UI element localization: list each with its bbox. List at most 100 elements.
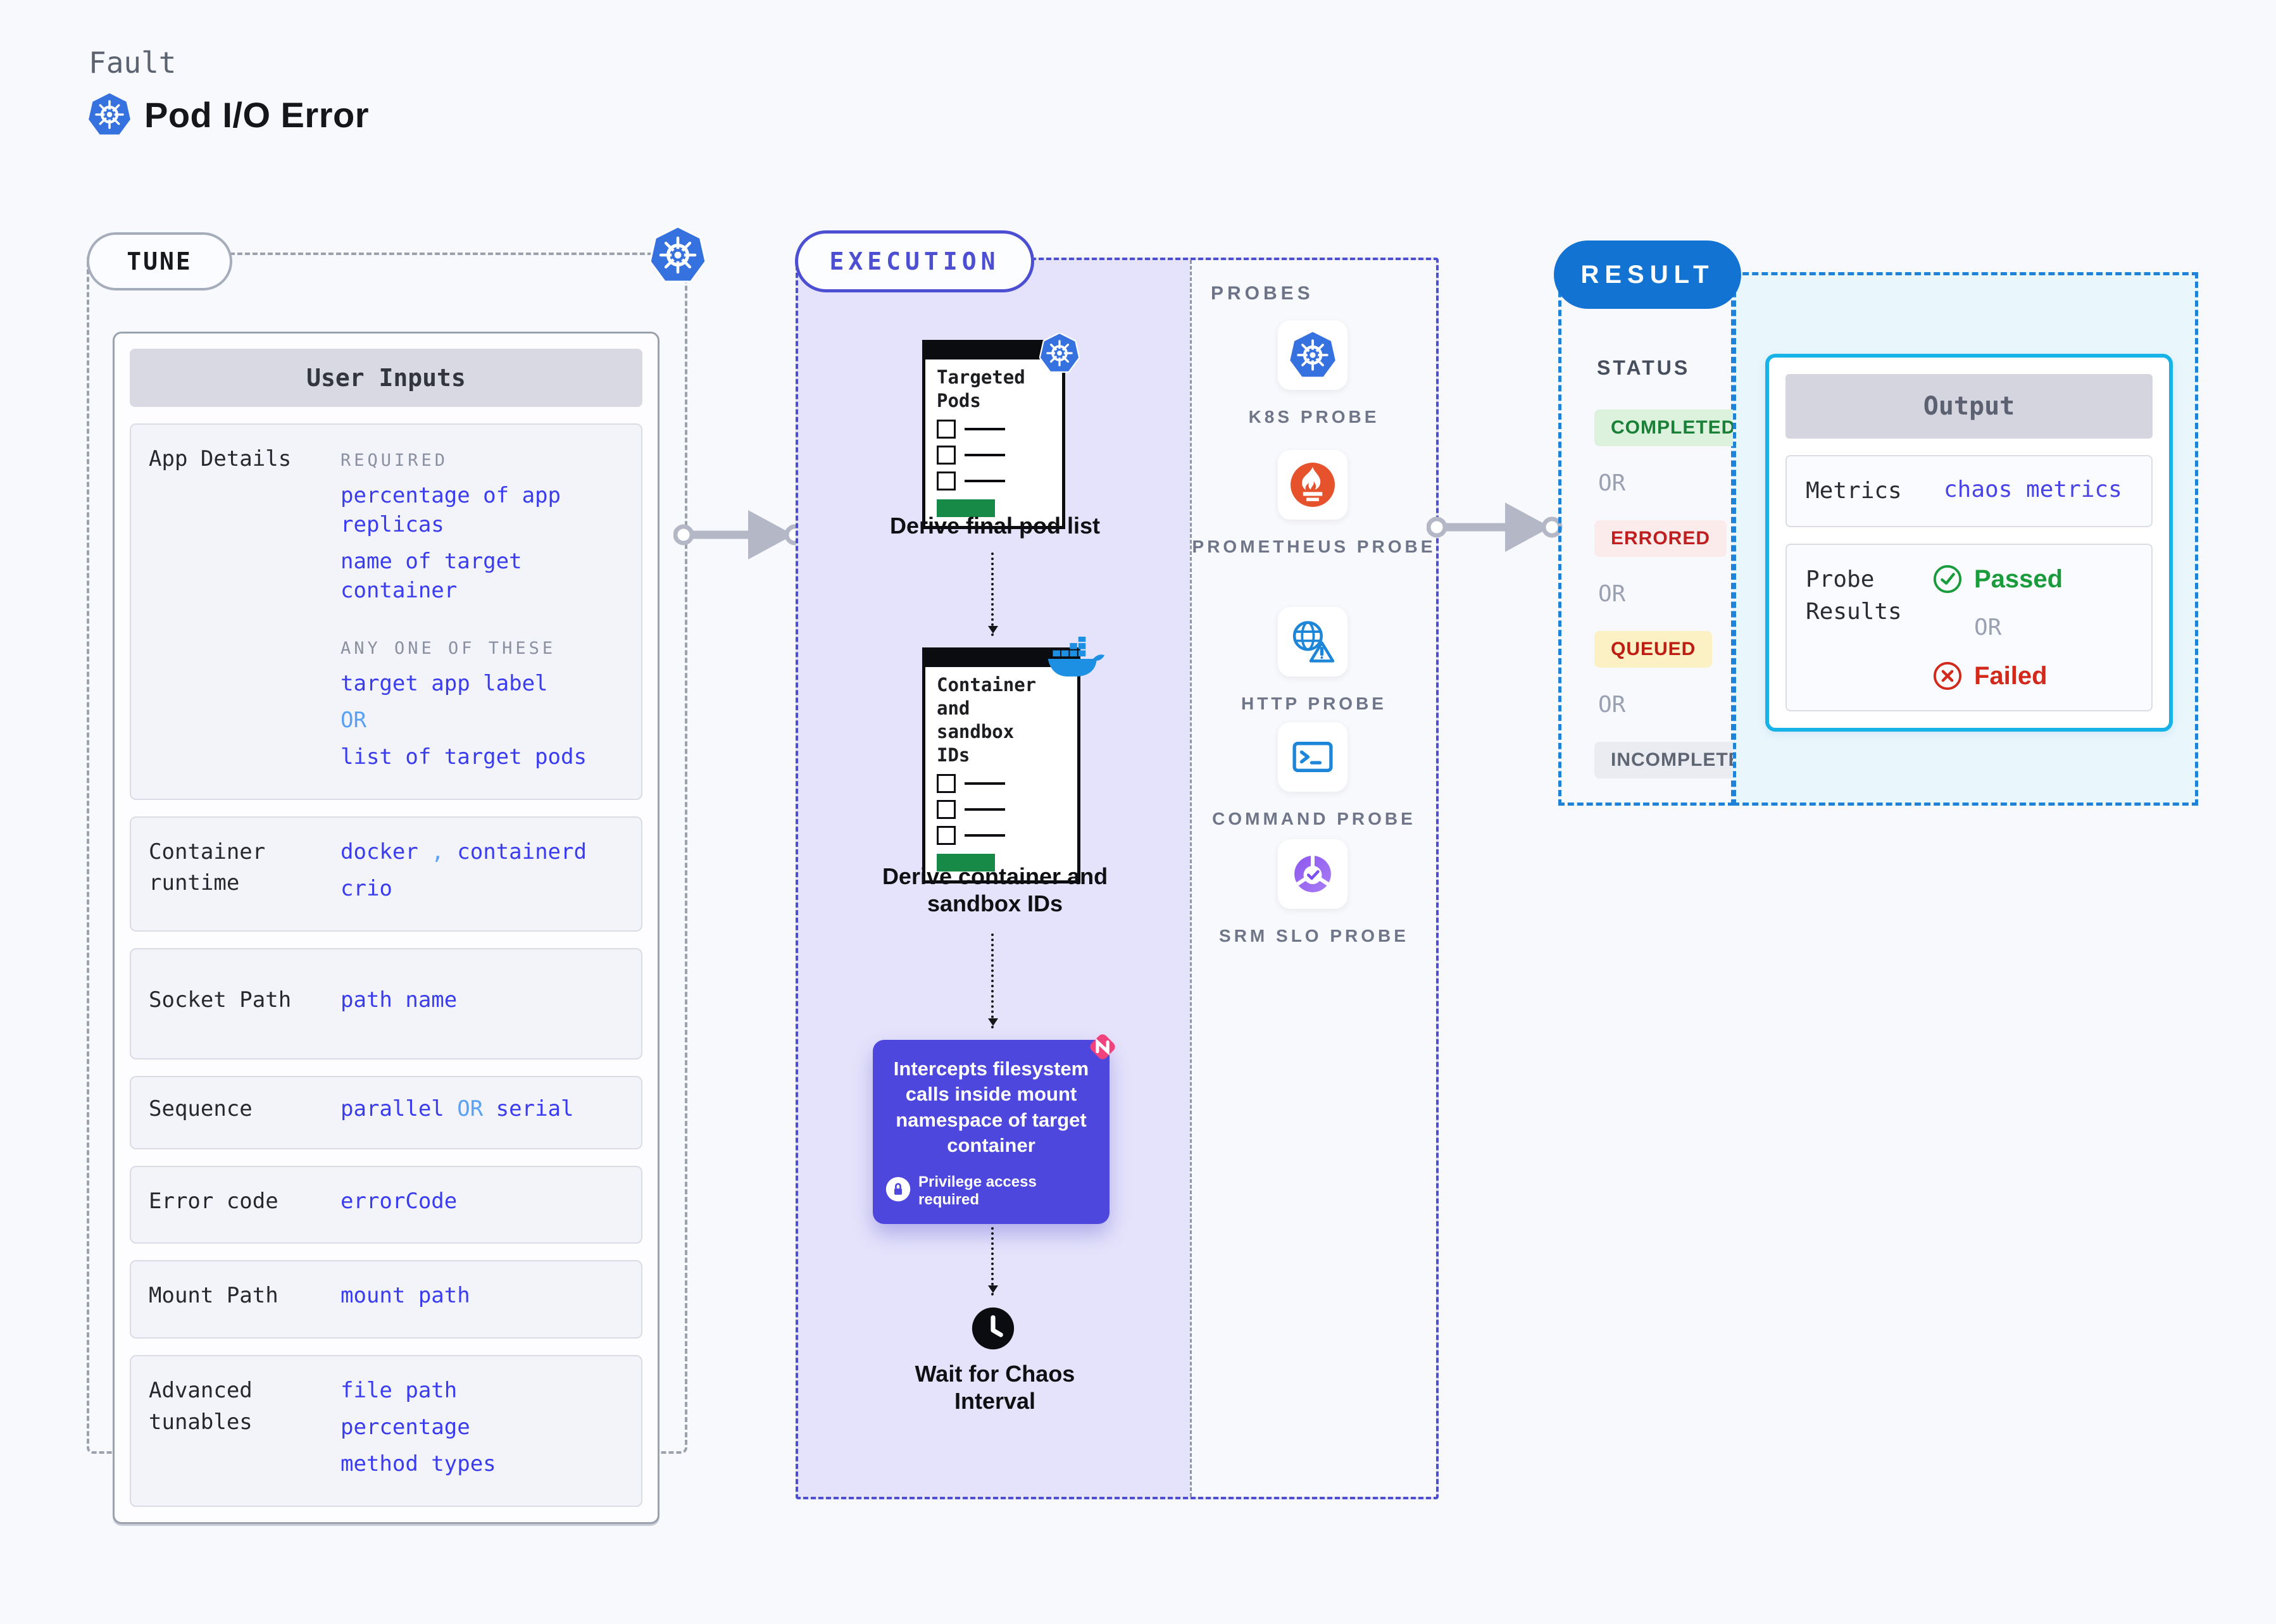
- user-inputs-header: User Inputs: [130, 349, 642, 407]
- probe-label: COMMAND PROBE: [1212, 809, 1416, 828]
- status-or: OR: [1598, 470, 1626, 496]
- tune-value-line: list of target pods: [341, 744, 587, 770]
- tune-value-line: crio: [341, 875, 392, 901]
- tune-row-values: file path percentage method types: [335, 1375, 623, 1487]
- execution-section: PROBES K8S PROBE PROMETHEUS PROBE HTTP P…: [796, 258, 1439, 1499]
- fault-eyebrow: Fault: [89, 46, 177, 80]
- intercept-callout: Intercepts filesystem calls inside mount…: [873, 1034, 1115, 1225]
- probe-card-k8s-probe: [1278, 320, 1347, 390]
- probe-card-prometheus-probe: [1278, 450, 1347, 520]
- tune-row-values: path name: [335, 985, 623, 1023]
- tune-row: Error code errorCode: [130, 1165, 642, 1244]
- probe-or: OR: [1974, 615, 2002, 641]
- callout-note-text: Privilege access required: [918, 1173, 1037, 1209]
- http-icon: [1289, 618, 1337, 666]
- probe-card-srm-slo-probe: [1278, 839, 1347, 909]
- status-badge-errored: ERRORED: [1594, 520, 1727, 557]
- failed-text: Failed: [1974, 661, 2048, 690]
- step-caption: Derive container and sandbox IDs: [882, 863, 1108, 917]
- tune-value-line: method types: [341, 1451, 496, 1477]
- flow-connector: [988, 553, 998, 636]
- execution-badge: EXECUTION: [795, 230, 1034, 292]
- failed-line: Failed: [1932, 661, 2063, 691]
- chaos-pink-icon: [1084, 1028, 1121, 1065]
- output-header: Output: [1785, 374, 2153, 439]
- status-or: OR: [1598, 692, 1626, 718]
- x-circle-icon: [1932, 661, 1963, 691]
- probe-card-http-probe: [1278, 607, 1347, 677]
- check-circle-icon: [1932, 564, 1963, 594]
- targeted-pods-node: Targeted Pods: [922, 332, 1080, 530]
- clock-icon: [970, 1306, 1016, 1351]
- tune-row-values: errorCode: [335, 1186, 623, 1224]
- result-badge: RESULT: [1554, 240, 1741, 309]
- flow-connector: [988, 1227, 998, 1296]
- probe-label: HTTP PROBE: [1241, 694, 1387, 713]
- doc-progress-bar: [937, 854, 995, 872]
- tune-value-line: docker , containerd: [341, 839, 587, 865]
- prometheus-icon: [1289, 461, 1337, 509]
- kubernetes-icon: [649, 225, 707, 284]
- tune-value-line: errorCode: [341, 1188, 458, 1214]
- page-title: Pod I/O Error: [144, 94, 369, 135]
- callout-text: Intercepts filesystem calls inside mount…: [893, 1058, 1089, 1156]
- tune-row-label: App Details: [149, 446, 292, 472]
- passed-line: Passed: [1932, 564, 2063, 594]
- command-icon: [1289, 733, 1337, 781]
- tune-row: Advanced tunables file path percentage meth…: [130, 1355, 642, 1508]
- tune-to-execution-arrow: [673, 510, 806, 559]
- container-ids-node: Container and sandbox IDs: [922, 636, 1105, 884]
- metrics-label: Metrics: [1806, 478, 1902, 504]
- tune-row: Socket Path path name: [130, 947, 642, 1059]
- status-or: OR: [1598, 581, 1626, 607]
- page-title-row: Pod I/O Error: [87, 92, 369, 137]
- status-header: STATUS: [1597, 356, 1691, 379]
- flow-connector: [988, 934, 998, 1028]
- probes-panel: PROBES K8S PROBE PROMETHEUS PROBE HTTP P…: [1190, 260, 1436, 1497]
- tune-value-line: ANY ONE OF THESE: [341, 639, 556, 659]
- tune-value-line: REQUIRED: [341, 451, 449, 470]
- tune-row: Sequence parallel OR serial: [130, 1075, 642, 1149]
- probe-results-row: Probe Results Passed OR Failed: [1785, 544, 2153, 712]
- output-card: Output Metrics chaos metrics Probe Resul…: [1765, 354, 2173, 732]
- tune-row: Container runtime docker , containerd crio: [130, 816, 642, 932]
- tune-value-line: name of target container: [341, 548, 522, 603]
- execution-to-result-arrow: [1427, 503, 1563, 552]
- doc-progress-bar: [937, 499, 995, 518]
- tune-value-line: percentage: [341, 1415, 470, 1440]
- metrics-row: Metrics chaos metrics: [1785, 455, 2153, 528]
- tune-value-line: file path: [341, 1378, 458, 1404]
- tune-value-line: percentage of app replicas: [341, 482, 561, 537]
- tune-row-label: Socket Path: [149, 987, 292, 1013]
- tune-row-values: mount path: [335, 1280, 623, 1318]
- tune-badge: TUNE: [87, 232, 232, 290]
- tune-row-values: docker , containerd crio: [335, 837, 623, 911]
- probe-label: PROMETHEUS PROBE: [1192, 537, 1436, 556]
- tune-row-label: Mount Path: [149, 1283, 278, 1309]
- probe-label: K8S PROBE: [1248, 407, 1380, 427]
- srm-icon: [1289, 850, 1337, 898]
- passed-text: Passed: [1974, 565, 2063, 593]
- kubernetes-icon: [87, 92, 132, 137]
- tune-row-label: Error code: [149, 1188, 278, 1214]
- tune-value-line: parallel OR serial: [341, 1096, 574, 1121]
- probe-label: SRM SLO PROBE: [1219, 926, 1409, 946]
- tune-row-label: Sequence: [149, 1096, 253, 1121]
- tune-row-label: Advanced tunables: [149, 1378, 253, 1435]
- doc-title: Targeted Pods: [937, 366, 1025, 412]
- status-badge-queued: QUEUED: [1594, 631, 1713, 668]
- probe-results-label: Probe Results: [1806, 566, 1902, 625]
- tune-value-line: OR: [341, 708, 366, 734]
- kubernetes-icon: [1039, 332, 1080, 373]
- tune-row-values: parallel OR serial: [335, 1094, 623, 1132]
- tune-row-label: Container runtime: [149, 839, 266, 896]
- tune-row-values: REQUIRED percentage of app replicas name o…: [335, 444, 623, 780]
- kubernetes-icon: [1289, 331, 1337, 379]
- status-badge-completed: COMPLETED: [1594, 409, 1753, 446]
- metrics-value: chaos metrics: [1944, 477, 2122, 503]
- doc-title: Container and sandbox IDs: [937, 674, 1037, 766]
- tune-row: App Details REQUIRED percentage of app rep…: [130, 423, 642, 801]
- tune-row: Mount Path mount path: [130, 1260, 642, 1339]
